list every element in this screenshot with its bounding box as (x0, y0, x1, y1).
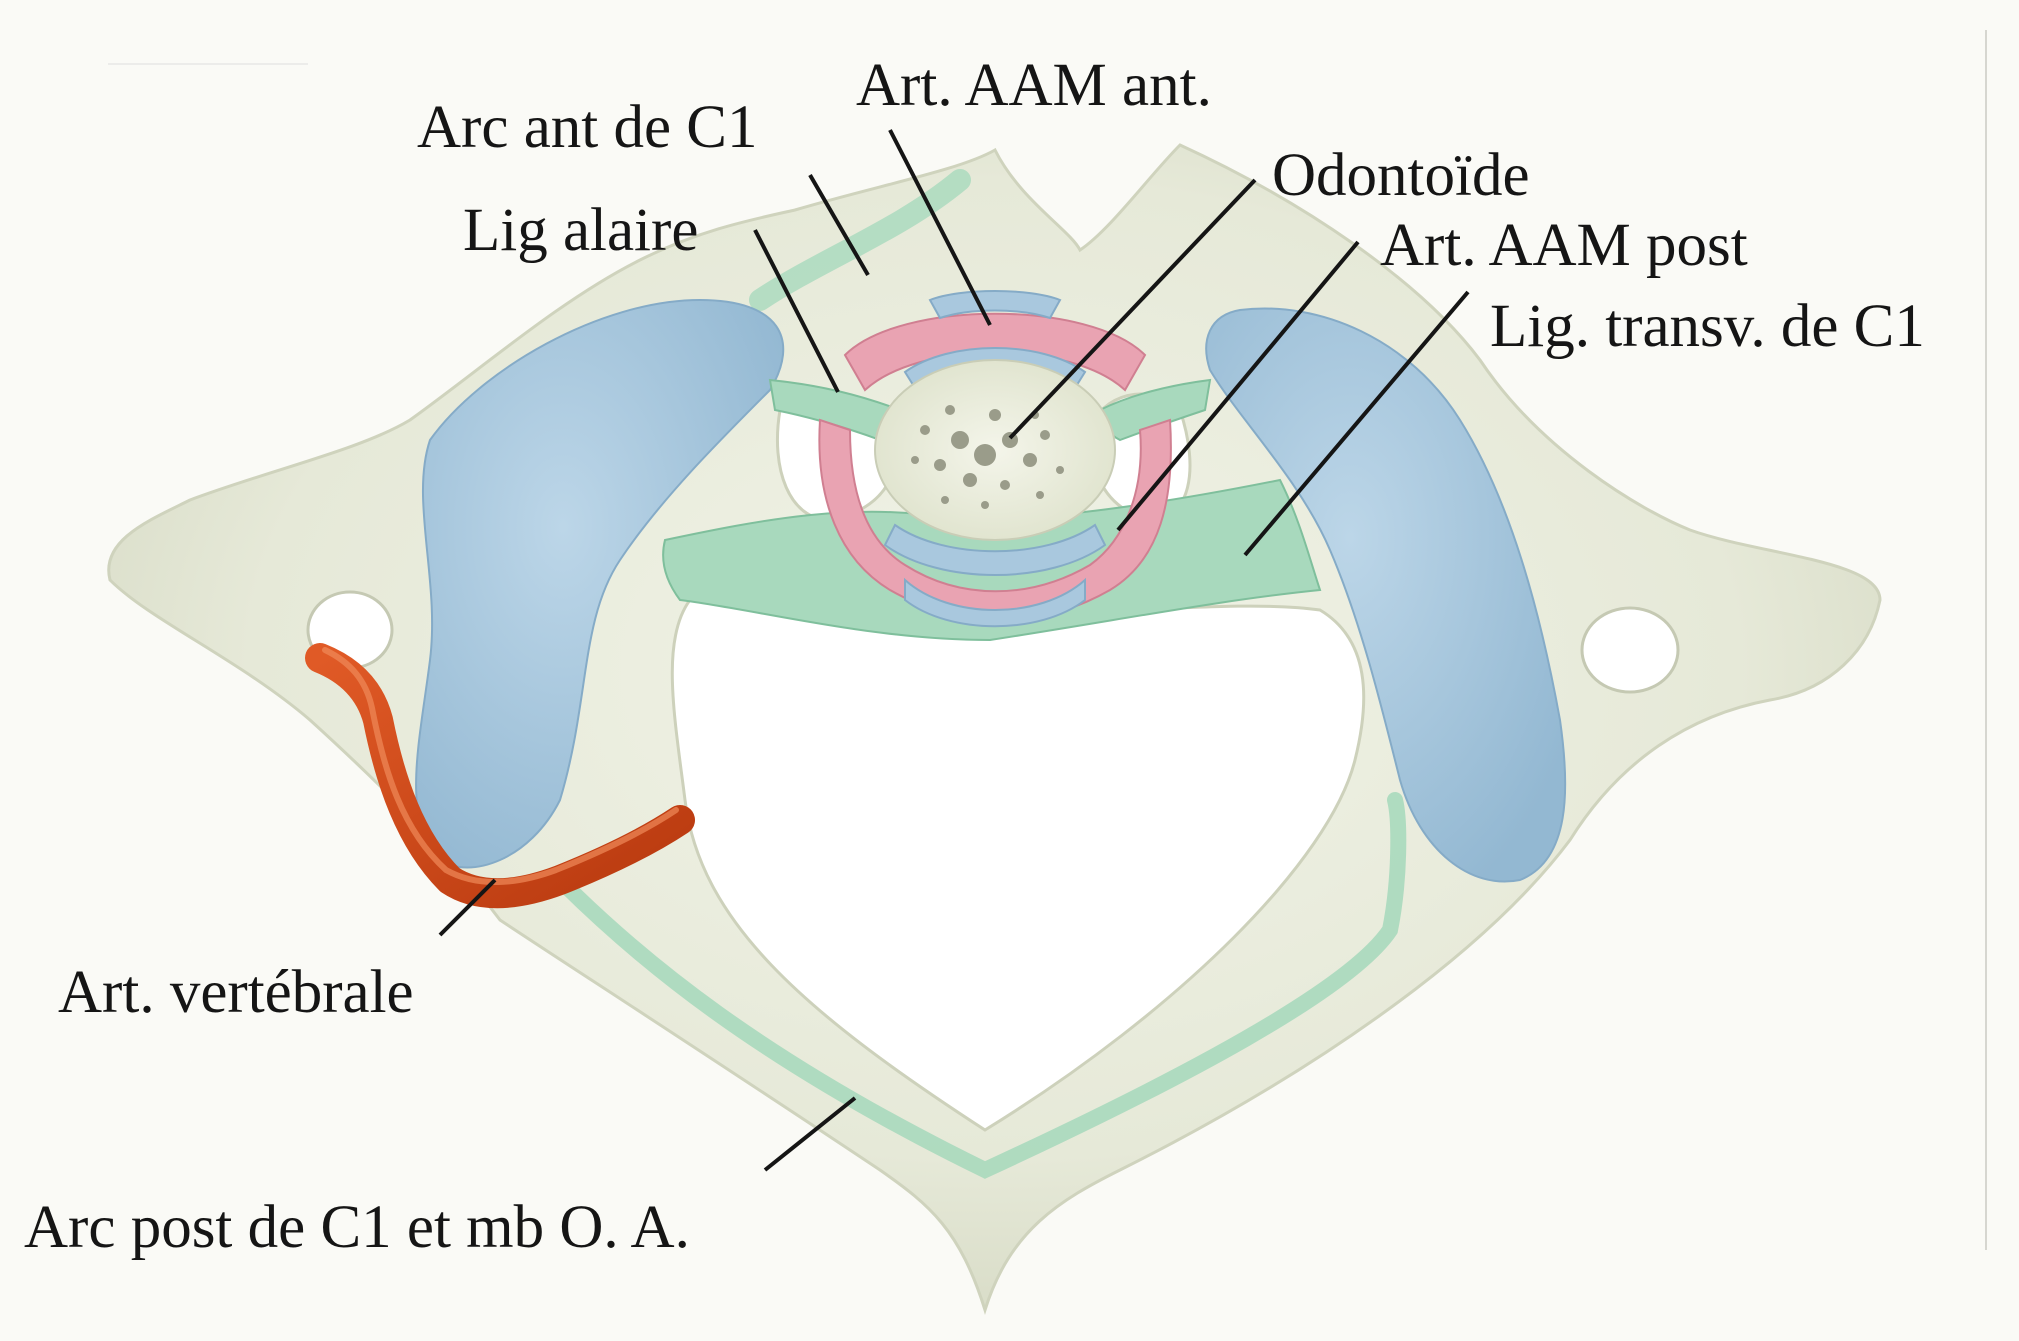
leader-lines (438, 129, 1470, 1172)
leader-arc-ant (808, 173, 870, 277)
posterior-atlantoaxial-joint (818, 418, 1172, 621)
label-arc-ant-c1: Arc ant de C1 (417, 94, 758, 161)
anterior-cartilage (928, 290, 1062, 320)
leader-arc-post (763, 1096, 857, 1172)
transverse-foramen-right (1580, 606, 1680, 694)
leader-art-vert (438, 878, 497, 937)
leader-lig-transv (1243, 290, 1470, 557)
frame-edge-right (1985, 30, 1987, 1250)
leader-odontoide (1008, 178, 1257, 440)
label-art-aam-post: Art. AAM post (1380, 212, 1748, 279)
label-arc-post-c1: Arc post de C1 et mb O. A. (24, 1194, 690, 1261)
posterior-atlanto-occipital-membrane (552, 792, 1407, 1179)
superior-facet-left (415, 298, 785, 869)
dens-cartilage-bottom (883, 523, 1107, 576)
label-art-aam-ant: Art. AAM ant. (856, 52, 1212, 119)
frame-edge-top (108, 63, 308, 65)
posterior-cartilage (904, 577, 1086, 628)
vertebral-artery-highlight (322, 647, 679, 886)
label-art-vertebrale: Art. vertébrale (58, 959, 414, 1026)
leader-lig-alaire (753, 229, 840, 393)
label-odontoide: Odontoïde (1272, 142, 1530, 209)
leader-aam-ant (888, 129, 992, 326)
label-lig-alaire: Lig alaire (463, 197, 699, 264)
leader-aam-post (1116, 240, 1360, 532)
label-lig-transv-c1: Lig. transv. de C1 (1490, 293, 1925, 360)
dens-complex (818, 290, 1172, 628)
dens-odontoid (874, 359, 1116, 541)
dens-trabeculae (911, 405, 1064, 509)
superior-facet-right (1205, 307, 1567, 883)
